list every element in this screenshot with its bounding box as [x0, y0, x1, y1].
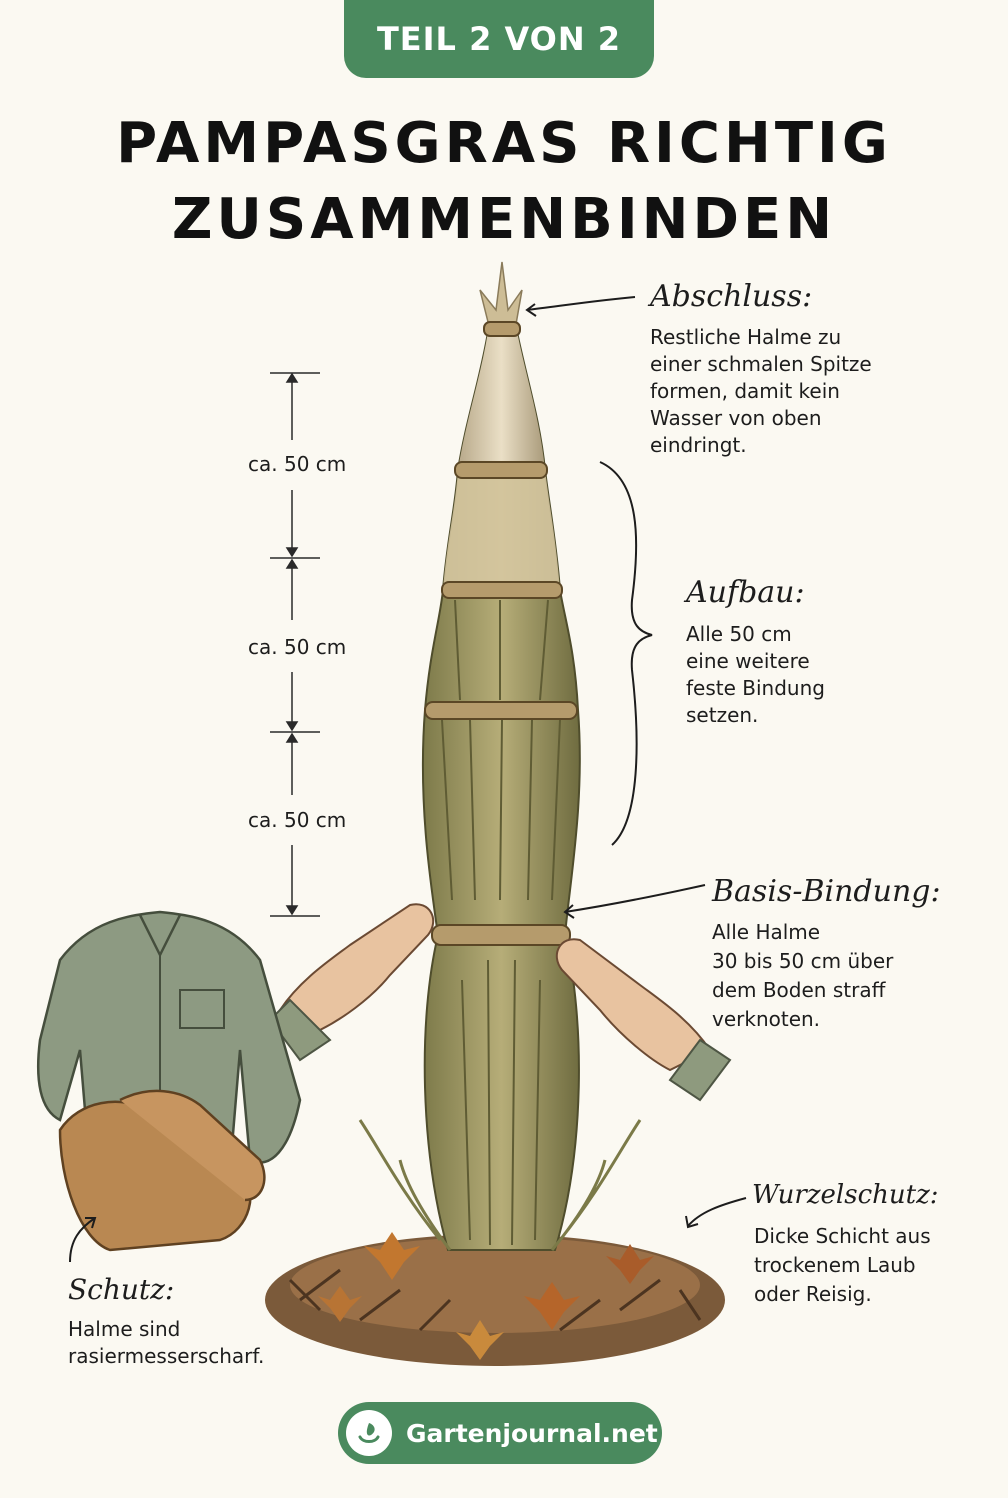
pampas-grass-bundle: [358, 261, 642, 1251]
abschluss-text: Restliche Halme zu einer schmalen Spitze…: [650, 325, 872, 457]
basis-heading: Basis-Bindung:: [712, 874, 941, 909]
callout-arrows: [69, 296, 747, 1263]
title-line-1: PAMPASGRAS RICHTIG: [116, 111, 892, 176]
dimension-line: [270, 372, 320, 917]
wurzelschutz-text: Dicke Schicht aus trockenem Laub oder Re…: [754, 1224, 931, 1306]
schutz-heading: Schutz:: [68, 1273, 175, 1306]
basis-text: Alle Halme 30 bis 50 cm über dem Boden s…: [712, 920, 894, 1031]
wurzelschutz-heading: Wurzelschutz:: [752, 1180, 939, 1210]
footer-brand[interactable]: Gartenjournal.net: [338, 1402, 662, 1464]
footer-site-name[interactable]: Gartenjournal.net: [406, 1418, 658, 1448]
hands-tying: [268, 903, 732, 1102]
dimension-label-bottom: ca. 50 cm: [248, 808, 347, 832]
aufbau-text: Alle 50 cm eine weitere feste Bindung se…: [686, 622, 825, 727]
dimension-label-top: ca. 50 cm: [248, 452, 347, 476]
leaf-hand-icon: [346, 1410, 392, 1456]
work-jacket-and-gloves: [36, 910, 302, 1252]
part-badge: TEIL 2 VON 2: [344, 0, 654, 78]
abschluss-heading: Abschluss:: [650, 279, 813, 314]
title-line-2: ZUSAMMENBINDEN: [171, 187, 837, 252]
mulch-mound: [265, 1232, 725, 1366]
aufbau-heading: Aufbau:: [686, 575, 805, 610]
schutz-text: Halme sind rasiermesserscharf.: [68, 1317, 265, 1368]
dimension-label-middle: ca. 50 cm: [248, 635, 347, 659]
rope-bindings: [424, 321, 578, 946]
